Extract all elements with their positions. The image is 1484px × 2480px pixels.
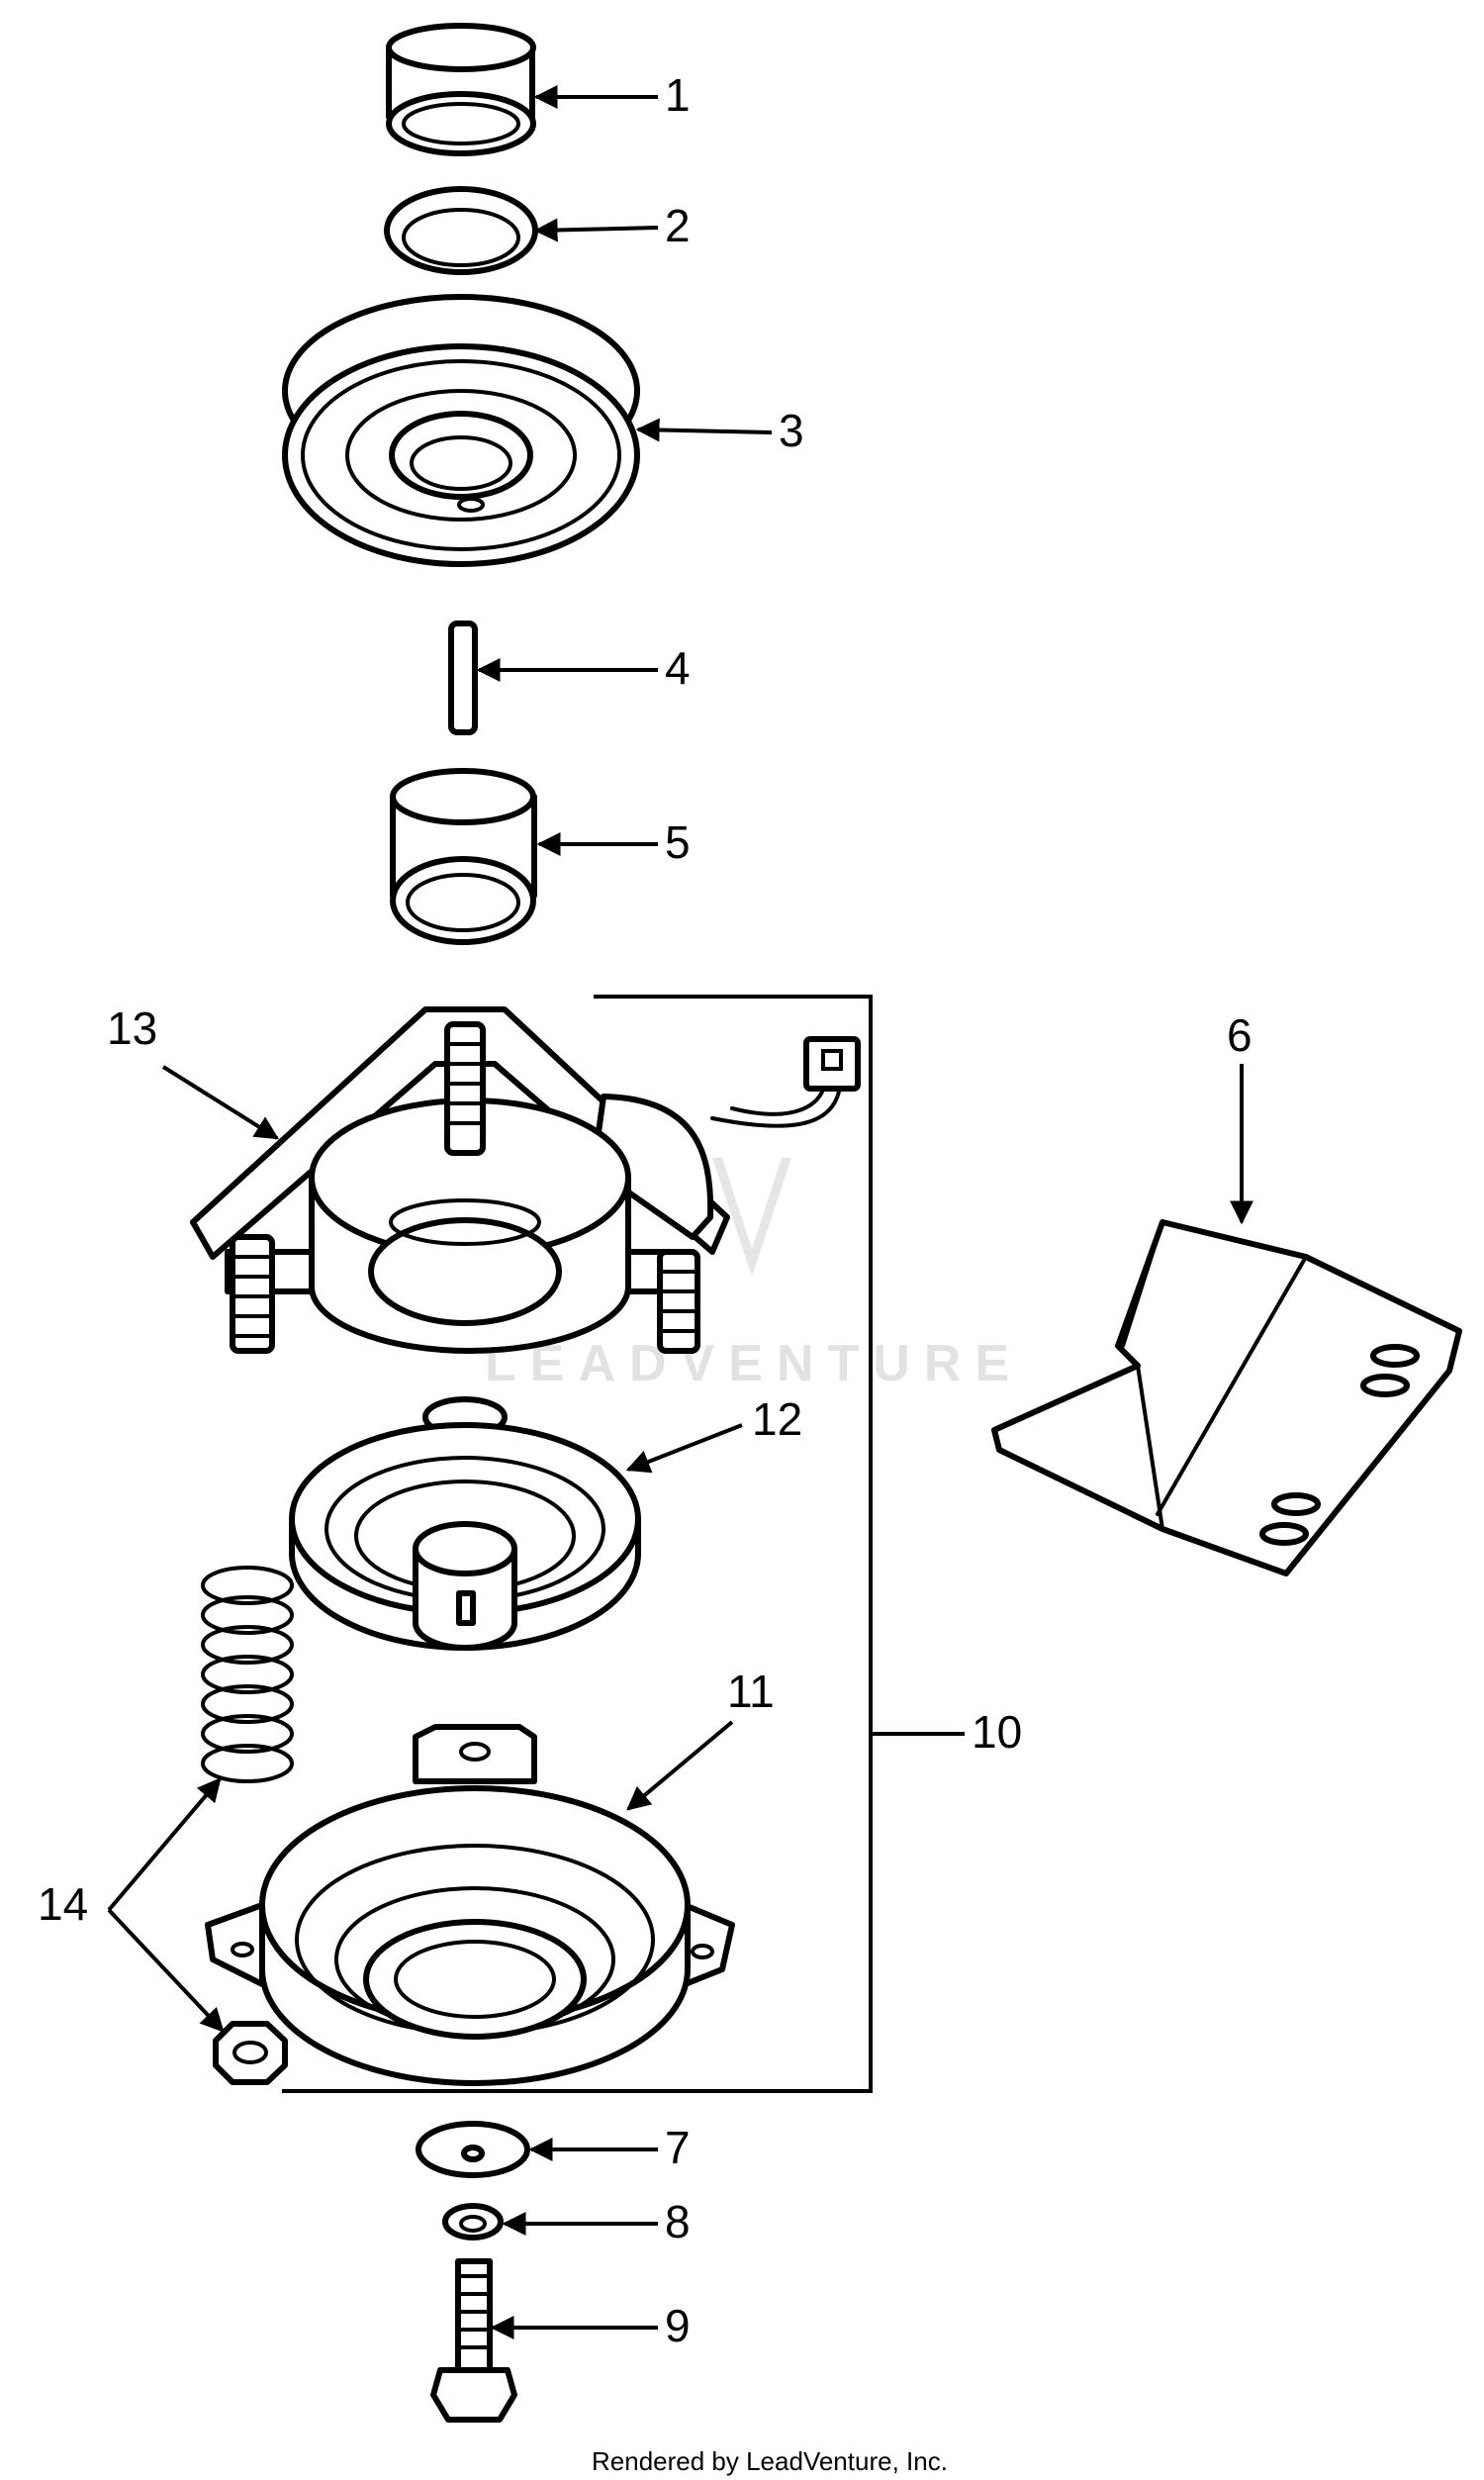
callout-4: 4 bbox=[665, 642, 691, 694]
part-6-bracket bbox=[991, 1219, 1462, 1576]
callout-13: 13 bbox=[107, 1002, 157, 1054]
callout-9: 9 bbox=[665, 2300, 691, 2351]
footer-credit: Rendered by LeadVenture, Inc. bbox=[592, 2446, 948, 2476]
part-9-bolt bbox=[430, 2258, 517, 2423]
watermark-logo: LEADVENTURE bbox=[485, 1158, 1023, 1392]
callout-7: 7 bbox=[665, 2122, 691, 2173]
assembly-bracket-10 bbox=[282, 995, 965, 2093]
callout-12: 12 bbox=[752, 1393, 802, 1445]
leader-lines bbox=[107, 85, 1253, 2339]
part-14-spring bbox=[201, 1566, 294, 1783]
callout-labels: 1 2 3 4 5 6 7 8 9 10 11 12 13 14 bbox=[38, 69, 1252, 2351]
part-11-rotor bbox=[205, 1724, 735, 2086]
callout-8: 8 bbox=[665, 2196, 691, 2247]
part-4-pin bbox=[448, 620, 478, 735]
part-2-ring bbox=[384, 186, 538, 275]
part-3-pulley bbox=[282, 294, 640, 567]
watermark-text: LEADVENTURE bbox=[485, 1335, 1023, 1392]
callout-3: 3 bbox=[779, 405, 804, 456]
callout-5: 5 bbox=[665, 816, 691, 868]
callout-1: 1 bbox=[665, 69, 691, 121]
part-1-bearing bbox=[386, 23, 536, 156]
callout-2: 2 bbox=[665, 200, 691, 251]
part-14-nut bbox=[213, 2021, 288, 2085]
callout-6: 6 bbox=[1227, 1009, 1252, 1061]
part-8-lock-washer bbox=[442, 2203, 504, 2241]
part-13-field-coil bbox=[190, 1006, 861, 1354]
part-5-spacer bbox=[390, 768, 537, 945]
callout-14: 14 bbox=[38, 1878, 88, 1930]
callout-10: 10 bbox=[972, 1706, 1022, 1758]
callout-11: 11 bbox=[727, 1666, 775, 1717]
part-12-armature bbox=[289, 1396, 641, 1651]
part-7-washer bbox=[416, 2121, 530, 2178]
